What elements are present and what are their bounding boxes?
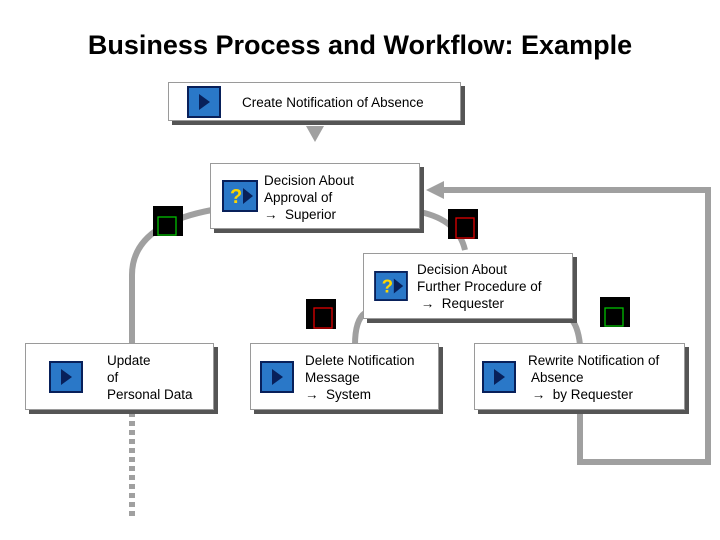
status-marker-rejected[interactable] [448, 209, 478, 239]
step-label: Decision About Approval of → Superior [264, 173, 355, 222]
step-label: Rewrite Notification of Absence → by Req… [528, 353, 660, 402]
step-rewrite-notification[interactable]: Rewrite Notification of Absence → by Req… [474, 343, 685, 410]
step-delete-notification[interactable]: Delete Notification Message → System [250, 343, 439, 410]
svg-text:?: ? [230, 186, 242, 208]
step-create-notification[interactable]: Create Notification of Absence [168, 82, 461, 121]
connector-further-to-rewrite [567, 315, 583, 346]
arrow-create-to-approval [306, 126, 324, 142]
step-label: Create Notification of Absence [242, 95, 424, 110]
svg-text:?: ? [382, 276, 393, 297]
connector-approval-to-update [129, 207, 213, 345]
decision-icon: ? [374, 271, 408, 306]
step-label: Delete Notification Message → System [305, 353, 415, 402]
status-marker-delete[interactable] [306, 299, 336, 329]
activity-icon [482, 361, 516, 398]
step-decision-further-procedure[interactable]: ? Decision About Further Procedure of → … [363, 253, 573, 319]
status-marker-rewrite[interactable] [600, 297, 630, 327]
outcome-square-green [157, 216, 177, 236]
activity-icon [260, 361, 294, 398]
decision-icon: ? [222, 180, 258, 217]
outcome-square-red [455, 217, 475, 239]
activity-icon [49, 361, 83, 398]
status-marker-approved[interactable] [153, 206, 183, 236]
activity-icon [187, 86, 221, 123]
diagram-title: Business Process and Workflow: Example [87, 30, 633, 60]
connector-rewrite-loop-back [440, 187, 711, 465]
outcome-square-red [313, 307, 333, 329]
arrow-loop-head [426, 181, 444, 199]
step-label: Decision About Further Procedure of → Re… [417, 262, 542, 311]
step-label: Update of Personal Data [107, 353, 193, 402]
outcome-square-green [604, 307, 624, 327]
step-decision-approval[interactable]: ? Decision About Approval of → Superior [210, 163, 420, 229]
step-update-personal-data[interactable]: Update of Personal Data [25, 343, 214, 410]
